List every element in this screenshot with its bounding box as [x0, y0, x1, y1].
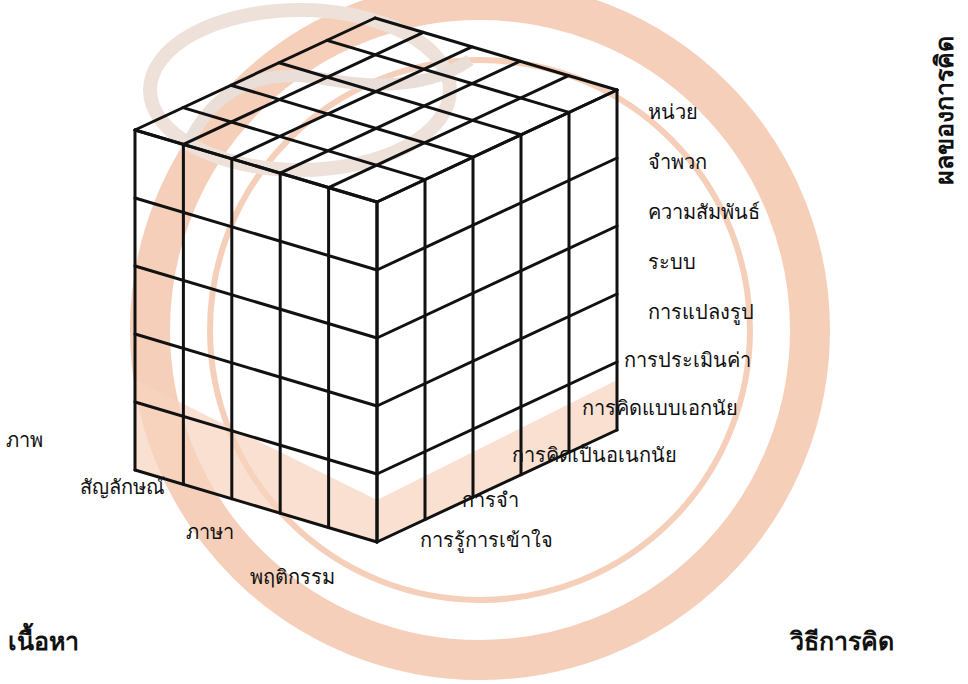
grid-line — [520, 135, 523, 475]
grid-line — [135, 470, 377, 542]
product-label: ความสัมพันธ์ — [648, 200, 760, 224]
grid-line — [135, 130, 377, 202]
axis-title: เนื้อหา — [8, 627, 79, 657]
grid-line — [616, 90, 619, 430]
grid-line — [135, 18, 375, 130]
grid-line — [182, 144, 185, 484]
grid-line — [279, 173, 282, 513]
content-label: ภาษา — [186, 520, 234, 544]
axis-title: วิธีการคิด — [790, 627, 894, 657]
operation-label: การจำ — [462, 488, 519, 512]
grid-line — [377, 226, 617, 338]
content-label: พฤติกรรม — [250, 565, 335, 589]
operation-label: การคิดเป็นอเนกนัย — [512, 443, 677, 467]
watermark-seal — [150, 0, 810, 660]
grid-line — [329, 76, 569, 188]
operation-label: การรู้การเข้าใจ — [420, 528, 553, 552]
grid-line — [135, 198, 377, 270]
grid-line — [377, 90, 617, 202]
grid-line — [230, 159, 233, 499]
grid-line — [134, 130, 137, 470]
grid-line — [375, 18, 617, 90]
grid-line — [135, 402, 377, 474]
operation-label: การคิดแบบเอกนัย — [582, 396, 738, 420]
grid-line — [135, 334, 377, 406]
grid-line — [279, 63, 521, 135]
product-label: จำพวก — [648, 150, 707, 174]
content-label: สัญลักษณ์ — [80, 475, 165, 499]
product-label: การแปลงรูป — [648, 300, 754, 324]
product-label: ระบบ — [648, 250, 696, 274]
grid-line — [327, 188, 330, 528]
grid-line — [183, 32, 423, 144]
grid-line — [377, 294, 617, 406]
grid-line — [135, 266, 377, 338]
grid-line — [424, 180, 427, 520]
grid-line — [280, 61, 520, 173]
grid-line — [376, 202, 379, 542]
operation-label: การประเมินค่า — [624, 348, 751, 372]
grid-line — [135, 130, 377, 202]
grid-line — [376, 202, 379, 542]
grid-line — [231, 85, 473, 157]
grid-line — [232, 47, 472, 159]
grid-line — [183, 108, 425, 180]
grid-line — [327, 40, 569, 112]
grid-line — [377, 90, 617, 202]
content-label: ภาพ — [6, 428, 43, 452]
grid-line — [472, 157, 475, 497]
axis-title: ผลของการคิด — [929, 36, 959, 185]
grid-line — [568, 112, 571, 452]
product-label: หน่วย — [648, 100, 698, 124]
